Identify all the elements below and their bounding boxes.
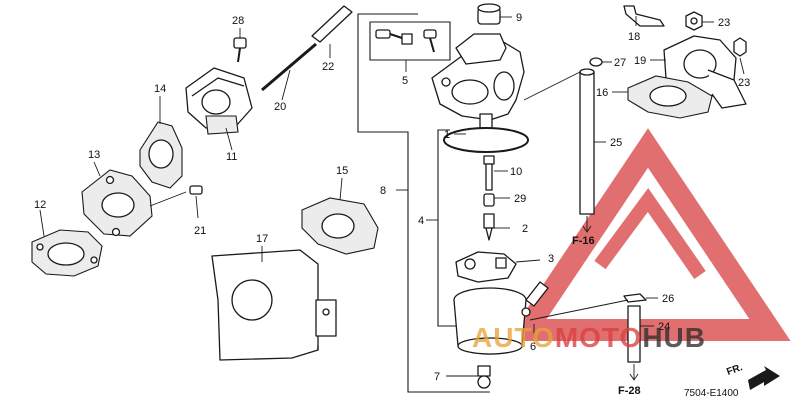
part-label-3: 3 [548,253,554,265]
part-label-12: 12 [34,199,46,211]
part-label-17: 17 [256,233,268,245]
part-label-23a: 23 [718,17,730,29]
part-label-21: 21 [194,225,206,237]
part-label-28: 28 [232,15,244,27]
clip-18 [623,5,665,27]
cap-9 [477,3,501,25]
part-label-19: 19 [634,55,646,67]
bolt-28 [233,37,247,63]
nut-23-right [733,37,747,57]
needle-2 [483,213,495,241]
screw-set-5 [375,29,437,53]
stud-bolt-20 [261,42,319,93]
bolt-set-7 [477,365,491,389]
pipe-22 [311,5,353,43]
part-label-18: 18 [628,31,640,43]
arrow-f28-icon [629,364,639,381]
main-jet-10 [483,155,495,191]
part-label-22: 22 [322,61,334,73]
insulator-13 [81,169,153,237]
heat-shield-17 [211,249,337,361]
part-label-7: 7 [434,371,440,383]
o-ring-1 [443,127,529,153]
part-label-20: 20 [274,101,286,113]
gasket-14 [139,121,183,189]
watermark-brand-hub: HUB [642,322,706,353]
drain-screw-6 [521,281,549,317]
part-label-1: 1 [444,129,450,141]
insulator-block-11 [185,67,253,135]
leader-f16-diag [523,71,581,101]
front-direction-arrow-icon [748,366,780,390]
gasket-12 [31,229,103,277]
leader-23b [739,57,745,75]
part-label-9: 9 [516,12,522,24]
part-label-4: 4 [418,215,424,227]
front-direction-label: FR. [725,362,744,378]
arrow-f16-icon [582,216,592,233]
watermark-brand-moto: MOTO [555,322,642,353]
part-label-26: 26 [662,293,674,305]
part-label-15: 15 [336,165,348,177]
clip-26 [623,293,647,303]
leader-3 [515,259,541,263]
part-label-16: 16 [596,87,608,99]
assembly-bracket-8 [357,13,490,393]
drawing-code: 7504-E1400 [684,388,739,399]
gasket-16 [627,75,713,119]
part-label-29: 29 [514,193,526,205]
watermark-brand-auto: AUTO [472,322,555,353]
part-label-23b: 23 [738,77,750,89]
part-label-13: 13 [88,149,100,161]
part-label-2: 2 [522,223,528,235]
tube-25 [579,68,595,215]
leader-15 [339,177,343,201]
part-label-11: 11 [226,151,237,163]
part-label-24: 24 [658,321,670,333]
part-label-27: 27 [614,57,626,69]
leader-12 [39,209,45,237]
part-label-8: 8 [380,185,386,197]
part-label-10: 10 [510,166,522,178]
carburetor-body [431,33,525,129]
gasket-15 [301,197,379,255]
ref-f16: F-16 [572,235,595,247]
nut-23-top [685,11,703,31]
leader-f28-diag [529,299,629,321]
jet-29 [483,193,495,207]
clamp-27 [589,57,603,67]
leader-13 [93,161,101,177]
bolt-21 [149,185,203,207]
ref-f28: F-28 [618,385,641,397]
watermark-logo-icon [505,128,791,341]
tube-24 [627,305,641,363]
leader-20 [281,69,291,101]
watermark-brand: AUTOMOTOHUB [472,322,706,353]
part-label-6: 6 [530,341,536,353]
float-3 [455,251,517,283]
leader-21 [195,195,199,219]
part-label-25: 25 [610,137,622,149]
screw-set-bracket-5 [369,21,451,61]
part-label-14: 14 [154,83,166,95]
leader-11 [225,127,233,151]
float-chamber [453,287,527,355]
part-label-5: 5 [402,75,408,87]
